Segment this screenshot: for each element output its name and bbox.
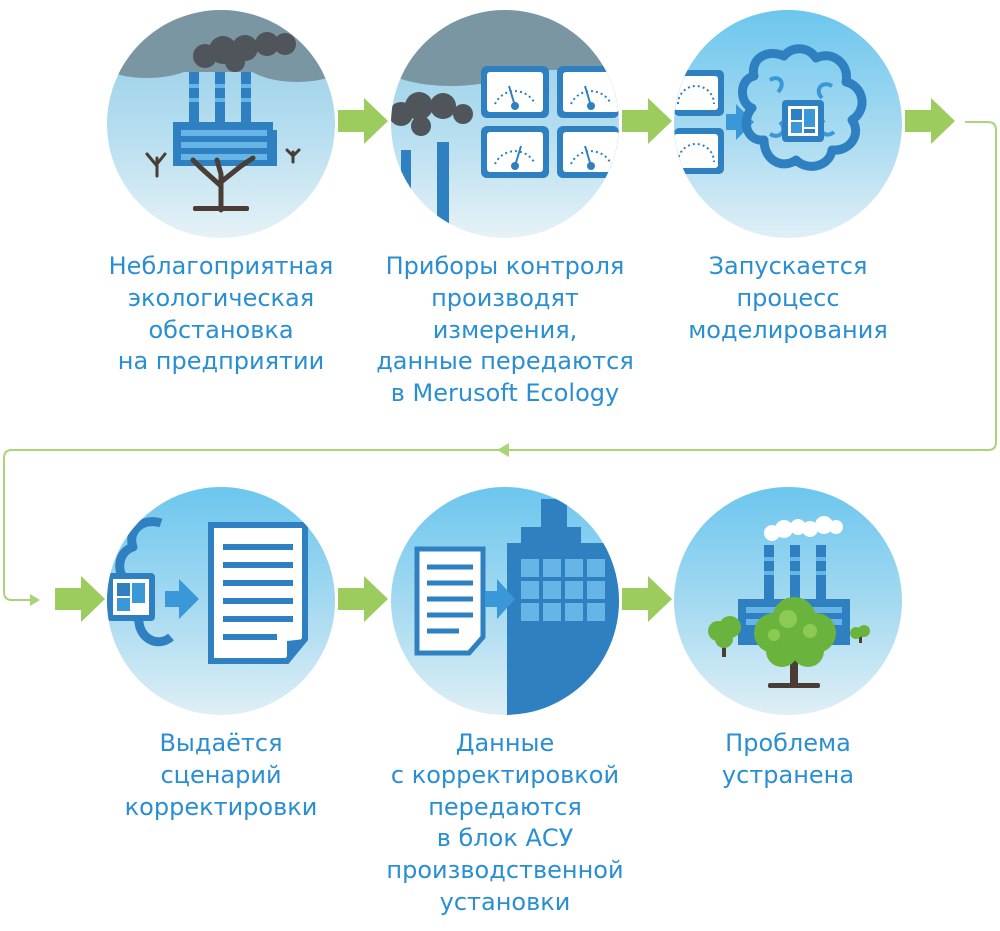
step-5-document-to-plant-illustration — [391, 487, 619, 715]
step-arrow-icon — [338, 98, 388, 144]
step-2-gauges-illustration — [391, 10, 619, 238]
step-6-clean-factory-illustration — [674, 487, 902, 715]
connector-arrow-right — [30, 594, 40, 606]
step-4-brain-document-illustration — [107, 487, 335, 715]
connector-arrow-left — [497, 443, 509, 457]
step-arrow-icon — [338, 576, 388, 622]
step-arrow-icon — [622, 576, 672, 622]
step-3-brain-modeling-illustration — [674, 10, 902, 238]
step-arrow-icon — [622, 98, 672, 144]
step-arrow-icon — [55, 576, 105, 622]
step-1-polluted-factory-illustration — [107, 10, 335, 238]
step-arrow-icon — [905, 98, 955, 144]
